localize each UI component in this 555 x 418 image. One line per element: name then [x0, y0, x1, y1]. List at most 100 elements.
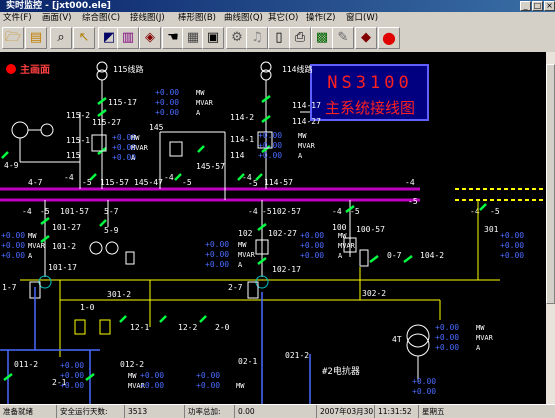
menu-operate[interactable]: 操作(Z) [306, 13, 336, 23]
label: 101-57 [60, 207, 89, 216]
transformer-4t-icon [406, 333, 430, 357]
reading-value: +0.00 [258, 131, 282, 140]
pointer-icon[interactable]: ↖ [73, 27, 95, 49]
book-icon[interactable]: ◆ [355, 27, 377, 49]
breaker[interactable] [169, 141, 183, 157]
unit-mvar: MVAR [476, 334, 494, 342]
switch[interactable] [3, 373, 13, 381]
unit-a: A [238, 261, 243, 269]
label: 012-2 [120, 360, 144, 369]
transformer-icon [11, 121, 29, 139]
menu-wiring[interactable]: 接线图(J) [130, 13, 165, 23]
label: 2-0 [215, 323, 230, 332]
tool-icon[interactable]: ✎ [332, 27, 354, 49]
switch[interactable] [199, 315, 207, 323]
switch[interactable] [99, 219, 107, 227]
reading-value: +0.00 [60, 371, 84, 380]
main-screen-link[interactable]: 主画面 [20, 63, 50, 76]
unit-mw: MW [128, 372, 137, 380]
document-icon[interactable]: ▯ [268, 27, 290, 49]
switch[interactable] [119, 315, 127, 323]
switch[interactable] [479, 203, 487, 211]
title-bar: 实时监控 - [jxt000.ele] _ □ × [0, 0, 555, 12]
reading-value: +0.00 [300, 241, 324, 250]
switch[interactable] [85, 373, 95, 381]
folder-icon[interactable]: ▤ [25, 27, 47, 49]
switch[interactable] [197, 145, 205, 153]
menu-curve[interactable]: 曲线图(Q) [224, 13, 263, 23]
switch[interactable] [237, 173, 245, 181]
alarm-icon[interactable]: ⚙ [226, 27, 248, 49]
switch[interactable] [1, 151, 9, 159]
stop-icon[interactable]: ● [378, 27, 400, 49]
switch[interactable] [97, 97, 107, 105]
status-weekday: 星期五 [418, 405, 458, 418]
magnifier-icon[interactable]: ⌕ [50, 27, 72, 49]
line-115-transformer-icon [96, 61, 108, 73]
main-link-icon[interactable] [6, 64, 16, 74]
single-line-diagram: .w{stroke:#fff;stroke-width:1;fill:none}… [0, 61, 545, 404]
menu-other[interactable]: 其它(O) [268, 13, 299, 23]
switch[interactable] [40, 235, 50, 243]
safe-days-value: 3513 [124, 405, 184, 418]
breaker[interactable] [91, 134, 107, 152]
picture-icon[interactable]: ▩ [311, 27, 333, 49]
unit-mvar: MVAR [338, 242, 356, 250]
reading-value: +0.00 [196, 381, 220, 390]
switch[interactable] [97, 109, 107, 117]
label: -4 [164, 173, 174, 182]
menu-overview[interactable]: 综合图(C) [82, 13, 121, 23]
menu-bar-chart[interactable]: 棒形图(B) [178, 13, 216, 23]
unit-mvar: MVAR [128, 382, 146, 390]
switch[interactable] [261, 145, 271, 153]
close-button[interactable]: × [544, 1, 555, 11]
menu-file[interactable]: 文件(F) [3, 13, 32, 23]
switch[interactable] [89, 173, 97, 181]
label: 145-57 [196, 162, 225, 171]
reading-value: +0.00 [435, 323, 459, 332]
switch[interactable] [261, 95, 271, 103]
unit-mw: MW [238, 241, 247, 249]
maximize-button[interactable]: □ [532, 1, 543, 11]
minimize-button[interactable]: _ [520, 1, 531, 11]
label: -5 [40, 207, 50, 216]
switch[interactable] [174, 173, 182, 181]
switch[interactable] [257, 223, 267, 231]
label: 115-2 [66, 111, 90, 120]
menu-window[interactable]: 窗口(W) [346, 13, 379, 23]
switch[interactable] [159, 315, 167, 323]
table-icon[interactable]: ▣ [202, 27, 224, 49]
breaker[interactable] [257, 131, 273, 149]
switch[interactable] [403, 255, 413, 263]
bar-chart-icon[interactable]: ▥ [117, 27, 139, 49]
switch[interactable] [255, 173, 263, 181]
cube-icon[interactable]: ◈ [139, 27, 161, 49]
breaker[interactable] [343, 237, 357, 253]
switch[interactable] [369, 255, 379, 263]
scroll-thumb[interactable] [546, 64, 555, 304]
safe-days-label: 安全运行天数: [56, 405, 124, 418]
reading-value: +0.00 [258, 151, 282, 160]
capacitor [74, 319, 86, 335]
hand-icon[interactable]: ☚ [162, 27, 184, 49]
vertical-scrollbar[interactable] [546, 52, 555, 404]
switch[interactable] [345, 205, 355, 213]
open-folder-icon[interactable]: 🗁 [2, 27, 24, 49]
unit-mw: MW [476, 324, 485, 332]
label: 2-7 [228, 283, 243, 292]
switch[interactable] [257, 257, 267, 265]
line-115-label: 115线路 [113, 64, 143, 74]
label: 102-17 [272, 265, 301, 274]
label: 101-27 [52, 223, 81, 232]
label: -5 [248, 179, 258, 188]
switch[interactable] [261, 115, 271, 123]
breaker[interactable] [255, 239, 269, 255]
switch[interactable] [40, 217, 50, 225]
menu-view[interactable]: 画面(V) [42, 13, 72, 23]
reading-value: +0.00 [112, 143, 136, 152]
keyboard-icon[interactable]: ▦ [182, 27, 204, 49]
unit-a: A [338, 252, 343, 260]
bell-icon[interactable]: ♫ [246, 27, 268, 49]
label: 114-17 [292, 101, 321, 110]
printer-icon[interactable]: ⎙ [289, 27, 311, 49]
